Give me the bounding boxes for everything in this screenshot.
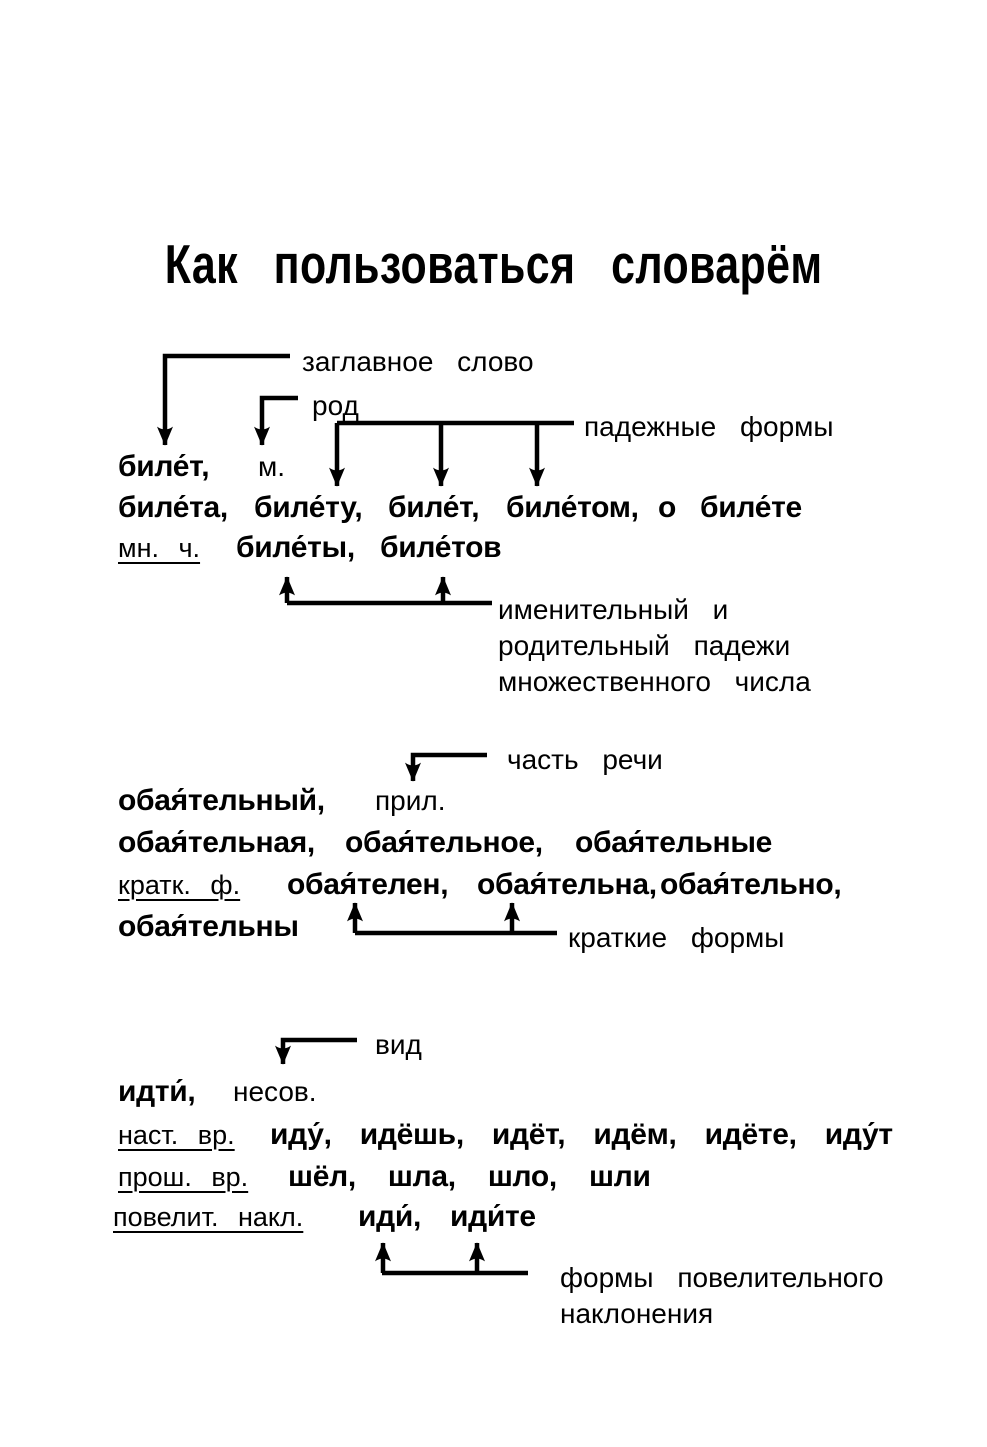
bilet-headword: биле́т, — [118, 450, 210, 483]
part-of-speech-label: часть речи — [507, 744, 663, 775]
headword-label: заглавное слово — [302, 346, 534, 377]
full-form-word: обая́тельная, — [118, 826, 315, 859]
full-form-word: обая́тельное, — [345, 826, 543, 859]
short-form-word: обая́тельна, — [477, 868, 657, 901]
imperative-mood-label: повелит. накл. — [113, 1202, 304, 1232]
idti-headword: идти́, — [118, 1075, 196, 1108]
past-forms: шёл, шла, шло, шли — [288, 1160, 651, 1193]
short-form-last-word: обая́тельны — [118, 910, 299, 943]
bilet-gender: м. — [258, 451, 286, 482]
aspect-arrow — [275, 1037, 357, 1065]
plural-cases-label-line3: множественного числа — [498, 666, 811, 697]
obayatelny-part-of-speech: прил. — [375, 785, 446, 816]
headword-arrow — [157, 353, 290, 446]
page-title: Как пользоваться словарём — [0, 236, 987, 292]
plural-cases-label: именительный и родительный падежи множес… — [498, 592, 811, 700]
plural-cases-label-line1: именительный и — [498, 594, 729, 625]
case-forms-bracket — [329, 420, 574, 487]
imperative-forms-label-line1: формы повелительного — [560, 1262, 884, 1293]
case-form-word: биле́те — [700, 491, 802, 524]
plural-forms-bracket — [279, 576, 492, 606]
case-form-word: биле́ту, — [254, 491, 363, 524]
aspect-label: вид — [375, 1029, 422, 1060]
imperative-forms-label-line2: наклонения — [560, 1298, 714, 1329]
imperative-form-word: иди́те — [450, 1200, 536, 1233]
short-form-label: кратк. ф. — [118, 870, 241, 900]
short-form-word: обая́телен, — [287, 868, 449, 901]
case-form-word: биле́т, — [388, 491, 480, 524]
plural-cases-label-line2: родительный падежи — [498, 630, 791, 661]
imperative-form-word: иди́, — [358, 1200, 422, 1233]
case-form-word: о — [658, 491, 677, 524]
full-form-word: обая́тельные — [575, 826, 773, 859]
plural-number-label: мн. ч. — [118, 533, 201, 563]
gender-arrow — [254, 395, 298, 446]
imperative-forms-label: формы повелительного наклонения — [560, 1260, 884, 1332]
past-tense-label: прош. вр. — [118, 1162, 249, 1192]
present-tense-label: наст. вр. — [118, 1120, 235, 1150]
imperative-forms-bracket — [375, 1242, 528, 1276]
short-form-word: обая́тельно, — [660, 868, 842, 901]
case-forms-label: падежные формы — [584, 411, 834, 442]
plural-form-word: биле́ты, — [236, 531, 355, 564]
case-form-word: биле́та, — [118, 491, 228, 524]
short-forms-label: краткие формы — [568, 922, 785, 953]
idti-aspect: несов. — [233, 1076, 317, 1107]
page-title-text: Как пользоваться словарём — [164, 233, 823, 295]
case-form-word: биле́том, — [506, 491, 639, 524]
part-of-speech-arrow — [405, 752, 487, 782]
present-forms: иду́, идёшь, идёт, идём, идёте, иду́т — [270, 1118, 893, 1151]
short-forms-bracket — [347, 902, 557, 936]
obayatelny-headword: обая́тельный, — [118, 784, 325, 817]
gender-label: род — [312, 390, 359, 421]
plural-form-word: биле́тов — [380, 531, 502, 564]
